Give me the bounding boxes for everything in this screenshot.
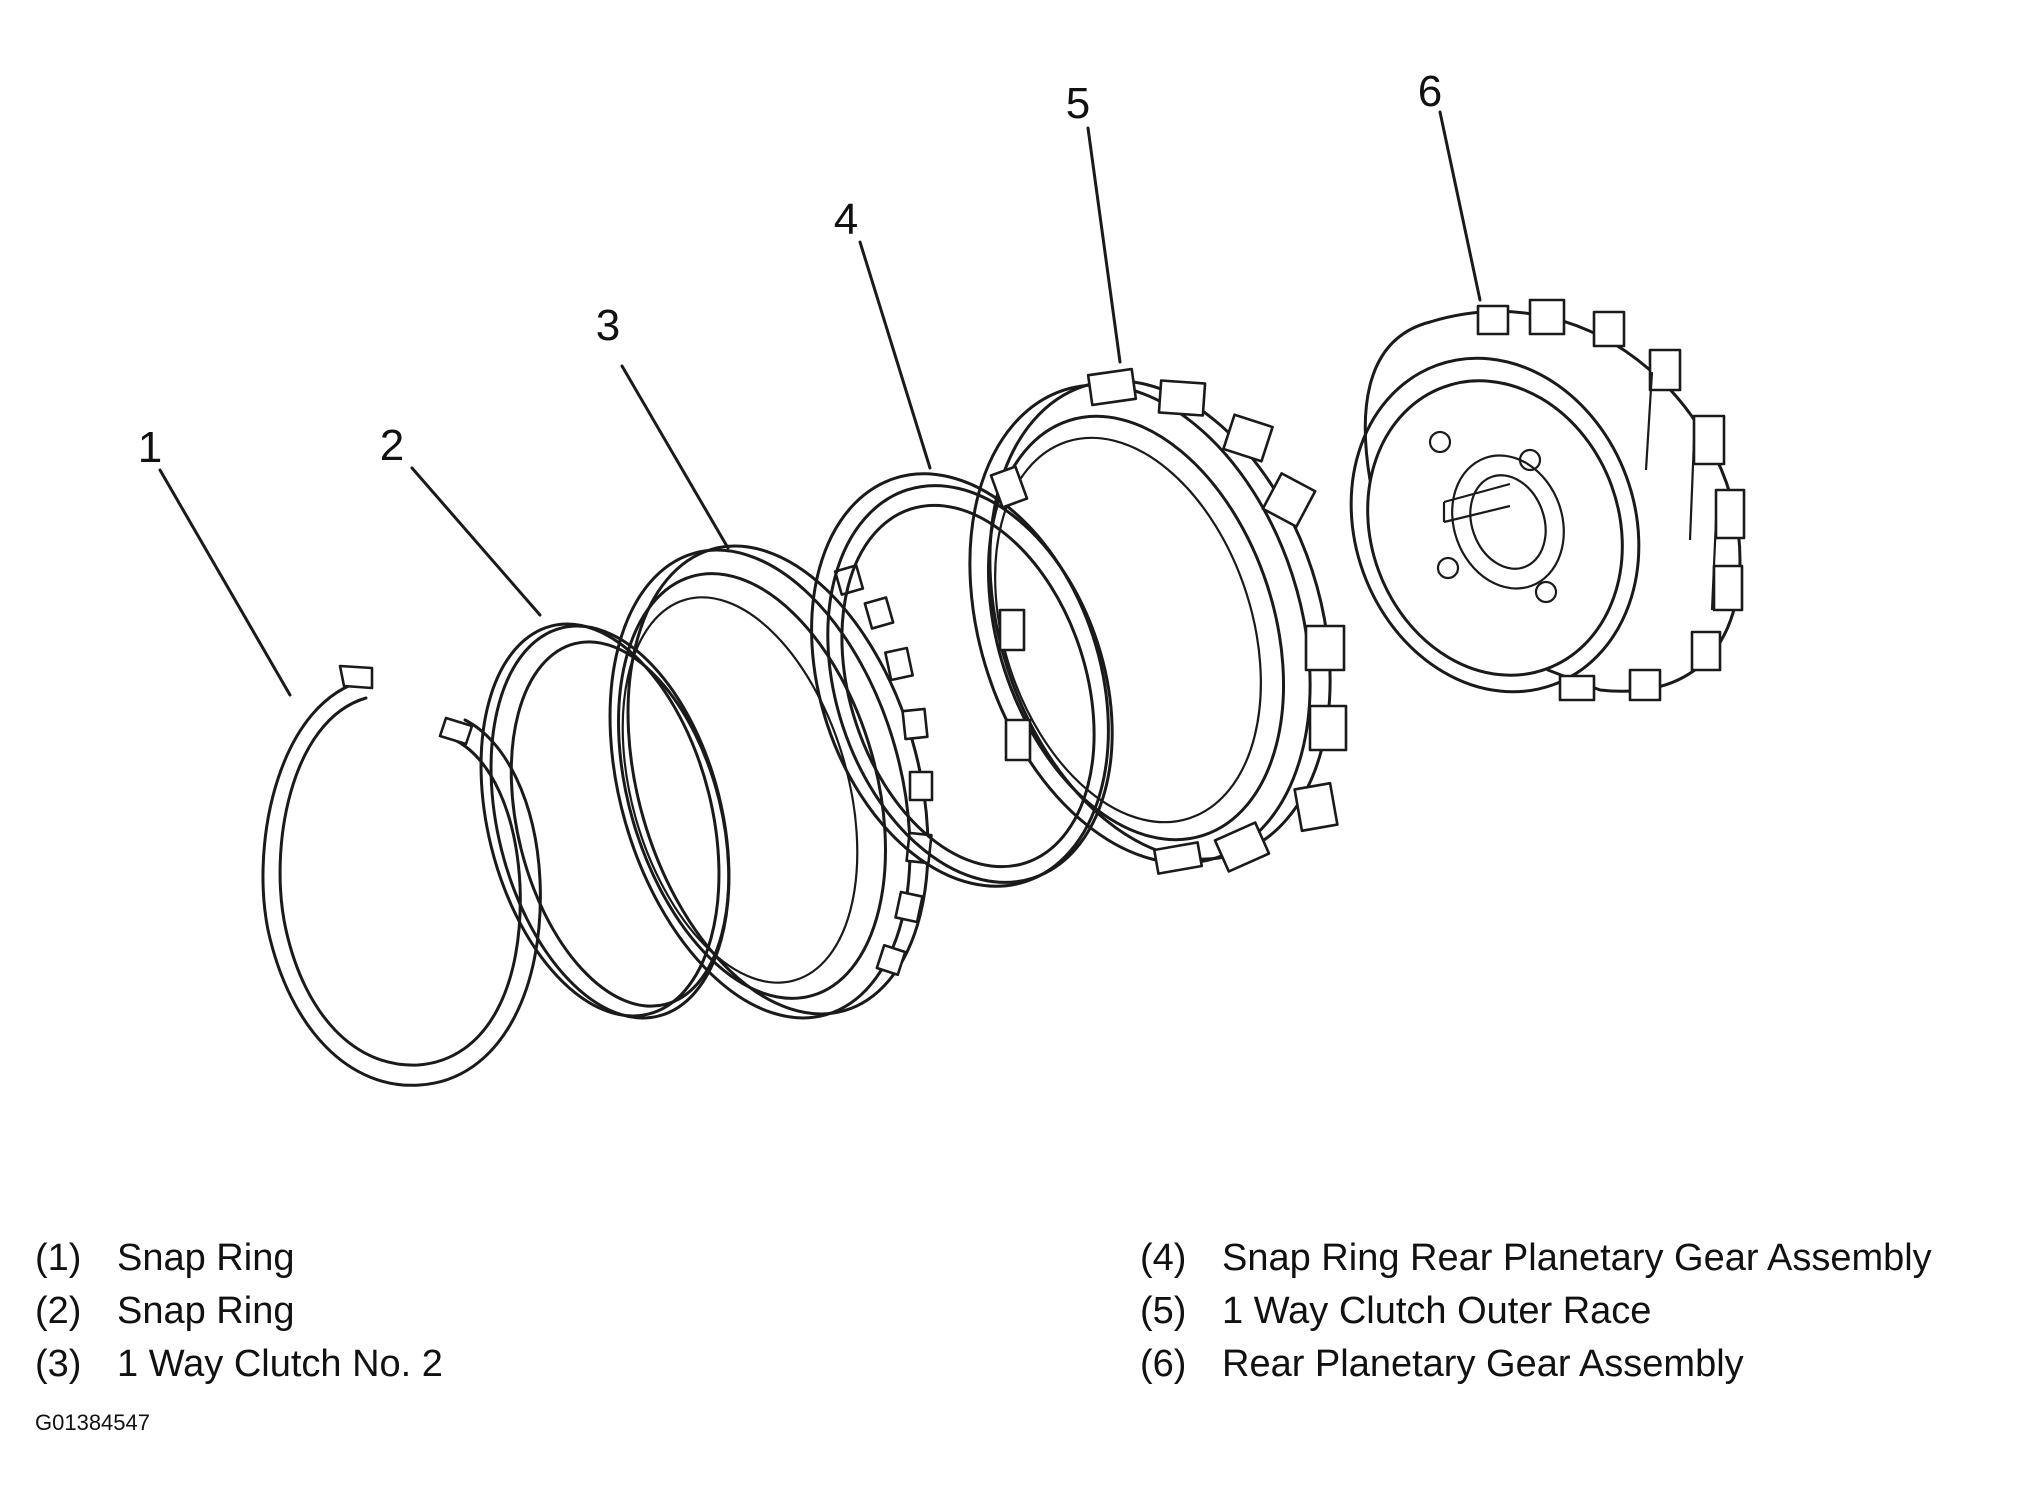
legend-index: (2) <box>35 1290 82 1332</box>
legend-label: Snap Ring <box>117 1237 295 1279</box>
part-3-one-way-clutch <box>608 544 934 1020</box>
callout-5: 5 <box>1066 79 1090 128</box>
legend-left: (1) Snap Ring (2) Snap Ring (3) 1 Way Cl… <box>35 1232 443 1391</box>
legend-label: Snap Ring Rear Planetary Gear Assembly <box>1222 1237 1932 1279</box>
legend-index: (5) <box>1140 1290 1187 1332</box>
part-1-snap-ring <box>261 664 542 1087</box>
legend-label: 1 Way Clutch Outer Race <box>1222 1290 1652 1332</box>
part-2-snap-ring <box>479 622 731 1020</box>
legend-label: Snap Ring <box>117 1290 295 1332</box>
legend-item-5: (5) 1 Way Clutch Outer Race <box>1140 1285 1932 1338</box>
legend-item-3: (3) 1 Way Clutch No. 2 <box>35 1338 443 1391</box>
callout-2: 2 <box>380 421 404 470</box>
leader-lines <box>158 110 1482 697</box>
legend-index: (1) <box>35 1237 82 1279</box>
figure-id: G01384547 <box>35 1410 150 1435</box>
legend-item-1: (1) Snap Ring <box>35 1232 443 1285</box>
legend-label: Rear Planetary Gear Assembly <box>1222 1343 1744 1385</box>
part-5-outer-race <box>968 367 1348 875</box>
callout-6: 6 <box>1418 67 1442 116</box>
legend-item-4: (4) Snap Ring Rear Planetary Gear Assemb… <box>1140 1232 1932 1285</box>
part-4-snap-ring <box>810 472 1114 888</box>
legend-right: (4) Snap Ring Rear Planetary Gear Assemb… <box>1140 1232 1932 1391</box>
legend-item-6: (6) Rear Planetary Gear Assembly <box>1140 1338 1932 1391</box>
part-6-planetary-gear <box>1349 298 1746 702</box>
legend-item-2: (2) Snap Ring <box>35 1285 443 1338</box>
legend-label: 1 Way Clutch No. 2 <box>117 1343 443 1385</box>
callout-4: 4 <box>834 195 858 244</box>
legend-index: (3) <box>35 1343 82 1385</box>
legend-index: (4) <box>1140 1237 1187 1279</box>
callout-3: 3 <box>596 301 620 350</box>
legend-index: (6) <box>1140 1343 1187 1385</box>
callout-1: 1 <box>138 423 162 472</box>
